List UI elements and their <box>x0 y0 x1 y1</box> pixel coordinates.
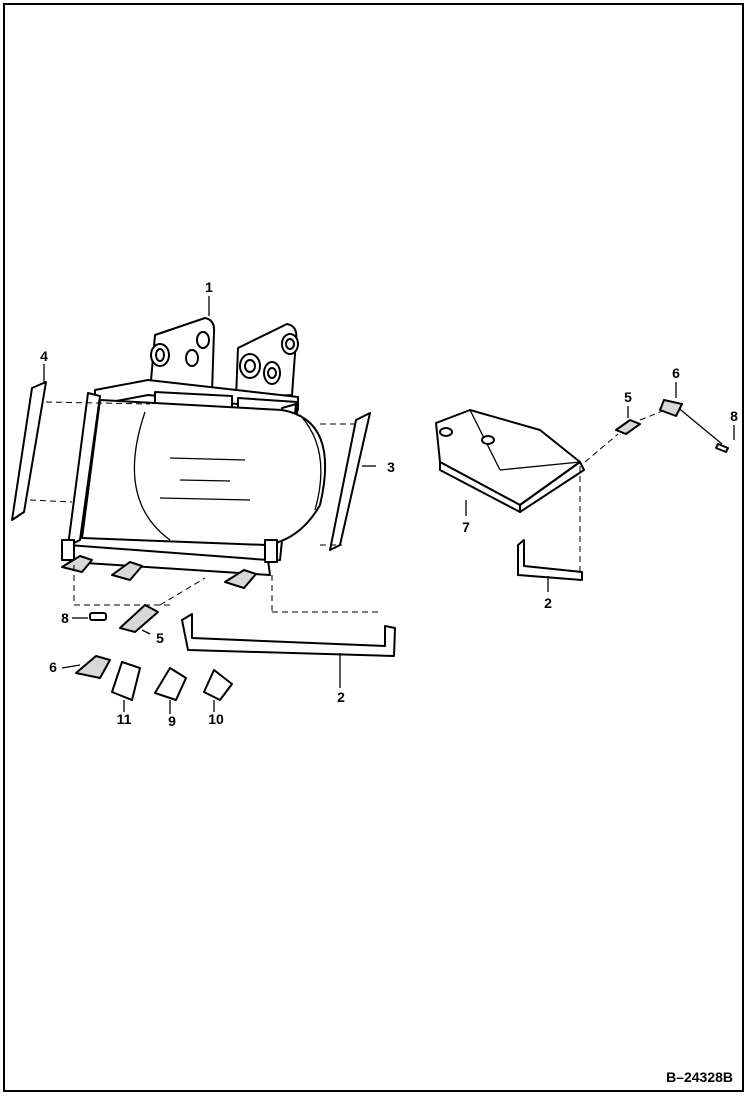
callout-adapter: 7 <box>462 519 470 535</box>
tooth-rock <box>154 667 187 701</box>
callout-tooth-right: 6 <box>672 365 680 381</box>
tooth-standard <box>111 661 141 701</box>
side-cutter-right <box>329 412 371 551</box>
side-cutter-left <box>11 381 47 521</box>
tooth-left <box>75 655 111 679</box>
callout-bucket: 1 <box>205 279 213 295</box>
callout-cutting-edge-right: 2 <box>544 595 552 611</box>
tooth-right <box>659 399 683 417</box>
callout-side-cutter-left: 4 <box>40 348 48 364</box>
diagram-frame <box>3 3 744 1092</box>
callout-tooth-left: 6 <box>49 659 57 675</box>
adapter-drawing <box>435 409 585 513</box>
bucket-drawing <box>61 317 327 589</box>
pin-left <box>89 612 107 621</box>
cutting-edge-right <box>517 539 583 581</box>
retainer-right <box>615 419 641 435</box>
callout-side-cutter-right: 3 <box>387 459 395 475</box>
tooth-penetration <box>203 669 233 701</box>
drawing-code: B–24328B <box>666 1069 733 1085</box>
callout-pin-retainer-right: 5 <box>624 389 632 405</box>
callout-tooth-standard: 11 <box>117 711 132 727</box>
callout-pin-left: 8 <box>61 610 69 626</box>
callout-pin-retainer-left: 5 <box>156 630 164 646</box>
cutting-edge-left <box>181 613 396 657</box>
callout-pin-right: 8 <box>730 408 738 424</box>
retainer-left <box>119 604 159 633</box>
callout-tooth-penetration: 10 <box>208 711 224 727</box>
callout-tooth-rock: 9 <box>168 713 176 729</box>
callout-cutting-edge-left: 2 <box>337 689 345 705</box>
pin-right <box>715 443 729 453</box>
